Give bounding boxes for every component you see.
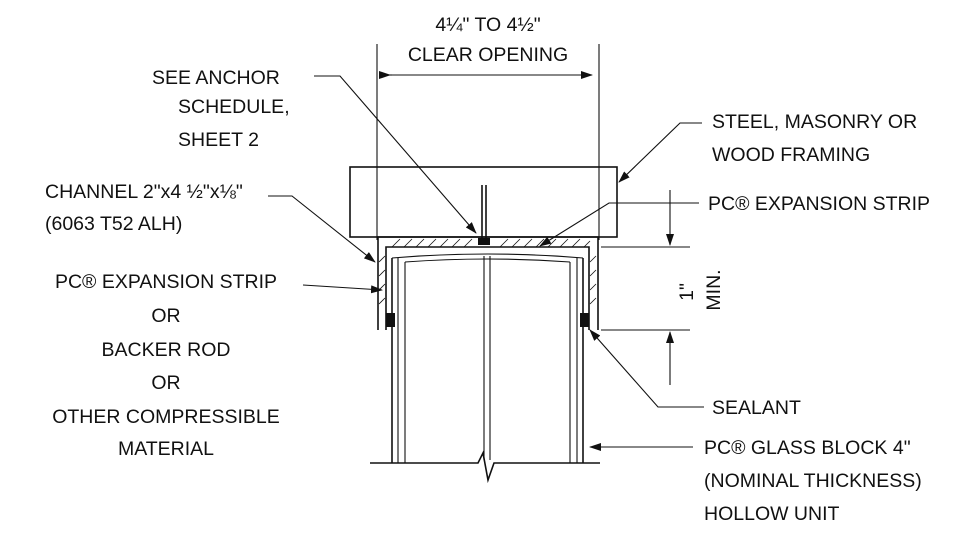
dim-side-min: MIN. <box>703 269 725 310</box>
glass-label-line1: PC® GLASS BLOCK 4" <box>704 437 911 459</box>
clear-opening-dimension <box>376 44 600 240</box>
aluminum-channel <box>377 236 599 330</box>
min-depth-dimension <box>601 190 690 385</box>
left-label-line6: MATERIAL <box>118 438 214 460</box>
see-anchor-line1: SEE ANCHOR <box>152 67 280 89</box>
left-label-line3: BACKER ROD <box>102 339 231 361</box>
left-label-line4: OR <box>151 372 180 394</box>
channel-label-line1: CHANNEL 2"x4 ½"x⅛" <box>45 181 243 203</box>
dim-top-line1: 4¼" TO 4½" <box>435 14 540 36</box>
channel-label-line2: (6063 T52 ALH) <box>45 213 182 235</box>
framing-member <box>349 166 618 238</box>
see-anchor-line3: SHEET 2 <box>178 129 259 151</box>
glass-label-line2: (NOMINAL THICKNESS) <box>704 470 922 492</box>
glass-label-line3: HOLLOW UNIT <box>704 503 840 525</box>
sealant-beads <box>386 313 589 327</box>
expansion-strip-label: PC® EXPANSION STRIP <box>708 193 930 215</box>
left-label-line1: PC® EXPANSION STRIP <box>55 271 277 293</box>
framing-label-line2: WOOD FRAMING <box>712 144 870 166</box>
leader-lines <box>268 75 704 451</box>
left-label-line5: OTHER COMPRESSIBLE <box>52 406 280 428</box>
expansion-strip-top <box>391 238 591 248</box>
sealant-label: SEALANT <box>712 397 801 419</box>
anchor <box>478 185 490 245</box>
framing-label-line1: STEEL, MASONRY OR <box>712 111 917 133</box>
left-label-line2: OR <box>151 305 180 327</box>
see-anchor-line2: SCHEDULE, <box>178 96 290 118</box>
dim-top-line2: CLEAR OPENING <box>408 44 568 66</box>
dim-side-inch: 1" <box>676 283 698 301</box>
glass-block <box>370 253 600 484</box>
